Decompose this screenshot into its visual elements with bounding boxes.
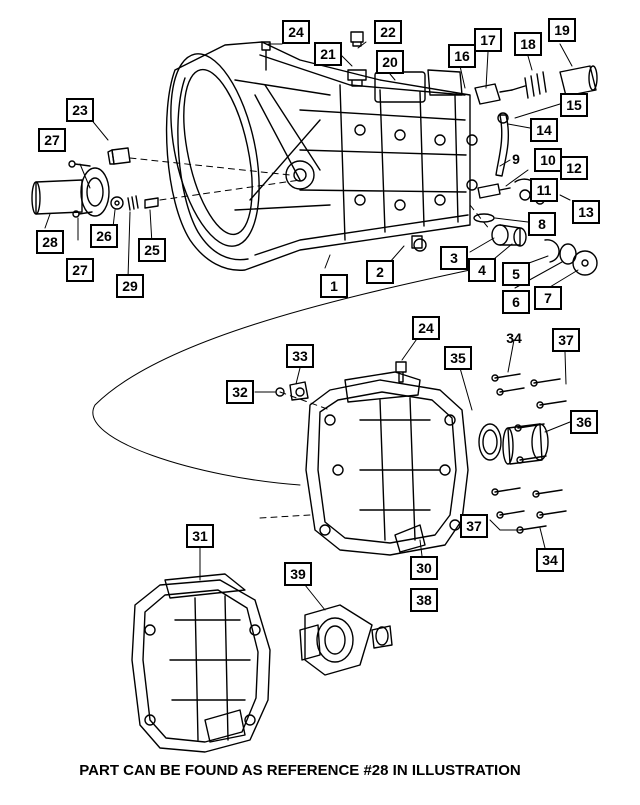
callout-15: 15	[560, 93, 588, 117]
callout-20: 20	[376, 50, 404, 74]
sensor-19	[559, 65, 598, 97]
callout-16: 16	[448, 44, 476, 68]
callout-4: 4	[468, 258, 496, 282]
plug-21	[347, 69, 367, 87]
callout-34-top: 34	[506, 330, 522, 346]
pin-25	[144, 197, 159, 209]
callout-17: 17	[474, 28, 502, 52]
callout-39: 39	[284, 562, 312, 586]
reference-caption: PART CAN BE FOUND AS REFERENCE #28 IN IL…	[79, 762, 521, 779]
plug-2	[411, 235, 423, 249]
callout-27-top: 27	[38, 128, 66, 152]
seal-8	[473, 213, 495, 223]
callout-37-top: 37	[552, 328, 580, 352]
callout-32: 32	[226, 380, 254, 404]
bell-housing-30	[305, 371, 469, 556]
callout-27-bottom: 27	[66, 258, 94, 282]
callout-24-top: 24	[282, 20, 310, 44]
seal-35	[478, 423, 502, 461]
callout-14: 14	[530, 118, 558, 142]
callout-30: 30	[410, 556, 438, 580]
snap-ring-5	[544, 239, 560, 263]
callout-28: 28	[36, 230, 64, 254]
bearing-retainer-36	[502, 423, 549, 465]
callout-8: 8	[528, 212, 556, 236]
bolt-24-top	[261, 41, 271, 71]
plug-22	[350, 31, 364, 47]
bearing-3	[491, 224, 527, 247]
group-connection-curve	[92, 269, 471, 486]
callout-26: 26	[90, 224, 118, 248]
callout-35: 35	[444, 346, 472, 370]
nut-26	[110, 196, 124, 210]
callout-13: 13	[572, 200, 600, 224]
extension-28	[31, 167, 110, 217]
callout-7: 7	[534, 286, 562, 310]
spring-18	[511, 71, 547, 99]
callout-11: 11	[530, 178, 558, 202]
breather-24-mid	[395, 361, 407, 383]
callout-29: 29	[116, 274, 144, 298]
bushing-23	[107, 147, 131, 165]
callout-1: 1	[320, 274, 348, 298]
callout-31: 31	[186, 524, 214, 548]
callout-12: 12	[560, 156, 588, 180]
plug-39	[371, 625, 393, 649]
callout-10: 10	[534, 148, 562, 172]
callout-9: 9	[512, 151, 520, 167]
bolts-37-lower	[491, 487, 567, 534]
callout-21: 21	[314, 42, 342, 66]
bolt-27-bottom	[72, 210, 93, 218]
flange-39	[299, 604, 373, 676]
callout-38: 38	[410, 588, 438, 612]
bell-housing-31	[131, 573, 271, 753]
callout-34-bottom: 34	[536, 548, 564, 572]
callout-18: 18	[514, 32, 542, 56]
callout-19: 19	[548, 18, 576, 42]
callout-36: 36	[570, 410, 598, 434]
callout-2: 2	[366, 260, 394, 284]
ring-6-7	[559, 243, 598, 276]
switch-17	[474, 83, 513, 105]
callout-3: 3	[440, 246, 468, 270]
callout-5: 5	[502, 262, 530, 286]
callout-23: 23	[66, 98, 94, 122]
spring-29	[127, 195, 139, 211]
callout-33: 33	[286, 344, 314, 368]
callout-37-bottom: 37	[460, 514, 488, 538]
callout-25: 25	[138, 238, 166, 262]
sensor-33	[289, 381, 309, 401]
shift-lever-14	[495, 112, 510, 177]
callout-6: 6	[502, 290, 530, 314]
alignment-lines	[129, 157, 491, 519]
callout-22: 22	[374, 20, 402, 44]
main-transmission-case	[165, 41, 478, 271]
bolts-37-upper	[491, 373, 567, 464]
bolt-27-top	[68, 160, 91, 168]
callout-24-mid: 24	[412, 316, 440, 340]
leader-lines	[44, 41, 579, 611]
